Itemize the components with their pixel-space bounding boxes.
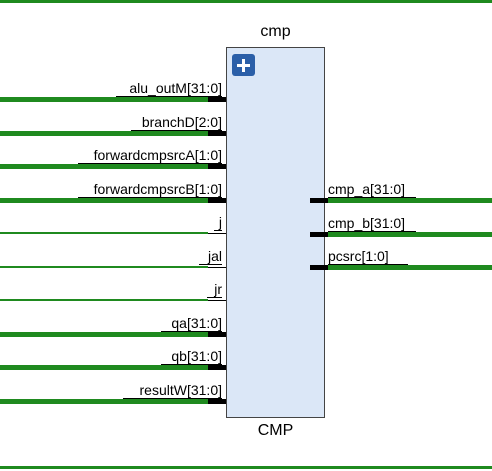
cmp-block[interactable] (226, 47, 325, 418)
input-wire-jr[interactable] (0, 299, 208, 301)
instance-name: cmp (260, 23, 291, 40)
output-label-cmp_b: cmp_b[31:0] (328, 215, 406, 231)
input-pin-forwardcmpsrca[interactable] (208, 164, 226, 169)
expand-button[interactable] (232, 54, 255, 76)
output-pin-cmp_a[interactable] (310, 198, 328, 203)
input-label-resultw: resultW[31:0] (139, 382, 222, 398)
output-pin-pcsrc[interactable] (310, 265, 328, 270)
input-wire-qb[interactable] (0, 365, 208, 370)
output-label-underline (328, 264, 408, 265)
input-label-qb: qb[31:0] (171, 348, 222, 364)
output-pin-cmp_b[interactable] (310, 232, 328, 237)
bottom-border-wire (0, 466, 492, 469)
input-wire-forwardcmpsrca[interactable] (0, 164, 208, 169)
input-pin-resultw[interactable] (208, 399, 226, 404)
input-label-underline (77, 163, 222, 164)
input-wire-forwardcmpsrcb[interactable] (0, 198, 208, 203)
input-wire-resultw[interactable] (0, 399, 208, 404)
input-wire-j[interactable] (0, 232, 208, 234)
input-label-jr: jr (214, 281, 222, 297)
output-label-cmp_a: cmp_a[31:0] (328, 181, 406, 197)
input-label-jal: jal (207, 248, 222, 264)
output-wire-cmp_b[interactable] (328, 232, 492, 237)
input-label-underline (206, 297, 222, 298)
module-name: CMP (257, 422, 294, 439)
input-label-underline (130, 130, 222, 131)
input-label-underline (214, 230, 222, 231)
input-wire-jal[interactable] (0, 266, 208, 268)
input-label-underline (161, 364, 222, 365)
input-label-qa: qa[31:0] (171, 315, 222, 331)
input-wire-alu_outm[interactable] (0, 97, 208, 102)
top-border-wire (0, 0, 492, 3)
input-pin-branchd[interactable] (208, 131, 226, 136)
input-label-alu_outm: alu_outM[31:0] (129, 80, 222, 96)
input-pin-forwardcmpsrcb[interactable] (208, 198, 226, 203)
input-pin-j[interactable] (208, 233, 226, 234)
input-pin-jal[interactable] (208, 267, 226, 268)
input-label-forwardcmpsrcb: forwardcmpsrcB[1:0] (93, 181, 222, 197)
input-label-branchd: branchD[2:0] (141, 114, 222, 130)
input-label-underline (77, 197, 222, 198)
input-label-underline (123, 398, 222, 399)
output-label-pcsrc: pcsrc[1:0] (328, 248, 389, 264)
output-label-underline (328, 231, 416, 232)
input-label-underline (115, 96, 222, 97)
input-wire-qa[interactable] (0, 332, 208, 337)
plus-icon (237, 58, 250, 72)
input-label-underline (199, 264, 222, 265)
input-wire-branchd[interactable] (0, 131, 208, 136)
input-label-forwardcmpsrca: forwardcmpsrcA[1:0] (93, 147, 222, 163)
output-wire-cmp_a[interactable] (328, 198, 492, 203)
input-pin-alu_outm[interactable] (208, 97, 226, 102)
output-label-underline (328, 197, 416, 198)
input-pin-qa[interactable] (208, 332, 226, 337)
output-wire-pcsrc[interactable] (328, 265, 492, 270)
input-pin-jr[interactable] (208, 300, 226, 301)
input-label-underline (161, 331, 222, 332)
input-pin-qb[interactable] (208, 365, 226, 370)
input-label-j: j (218, 214, 222, 230)
